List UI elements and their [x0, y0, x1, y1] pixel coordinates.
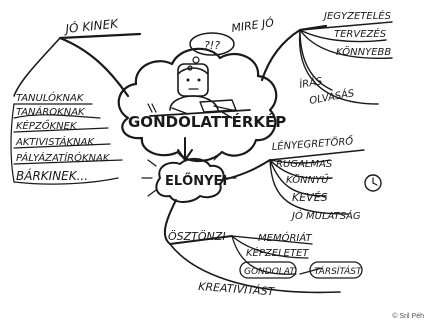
kinek-item-2: TANÁROKNAK	[16, 105, 86, 118]
elonyei-item-2: RUGALMAS	[276, 159, 333, 170]
osztonzi-item-5: KREATIVITÁST	[198, 280, 276, 298]
elonyei-item-1: LÉNYEGRETÖRŐ	[271, 133, 354, 153]
branch-kinek	[10, 32, 142, 185]
branch-label-elonyei: ELŐNYEI	[165, 173, 227, 189]
kinek-item-6: BÁRKINEK...	[16, 168, 88, 183]
branch-elonyei	[221, 149, 365, 215]
elonyei-cloud	[141, 151, 237, 203]
elonyei-item-4: KEVÉS	[292, 191, 328, 204]
osztonzi-item-2: KÉPZELETET	[246, 246, 309, 259]
elonyei-item-5: JÓ MULATSÁG	[290, 209, 361, 222]
branch-label-mire: MIRE JÓ	[231, 16, 275, 35]
mire-item-4: ÍRÁS	[298, 74, 324, 91]
kinek-item-5: PÁLYÁZATÍRÓKNAK	[16, 151, 111, 164]
kinek-item-3: KÉPZŐKNEK	[16, 118, 78, 132]
branch-mire	[260, 21, 393, 105]
credit-text: © Sril Péh	[392, 312, 424, 320]
central-title: GONDOLATTÉRKÉP	[128, 112, 286, 131]
osztonzi-item-4: TÁRSÍTÁST	[314, 265, 363, 277]
mire-item-2: TERVEZÉS	[334, 27, 387, 40]
branch-osztonzi	[163, 199, 363, 294]
person-drawing-icon	[147, 63, 251, 119]
mire-item-1: JEGYZETELÉS	[322, 9, 392, 22]
thought-bubble-text: ?!?	[204, 39, 220, 52]
central-cloud	[117, 47, 278, 163]
branch-label-osztonzi: ÖSZTÖNZI	[168, 230, 226, 243]
thought-bubble: ?!?	[187, 32, 235, 71]
mire-item-3: KÖNNYEBB	[336, 45, 391, 58]
osztonzi-item-1: MEMÓRIÁT	[258, 231, 312, 244]
kinek-item-1: TANULÓKNAK	[16, 91, 85, 104]
branch-label-kinek: JÓ KINEK	[63, 15, 120, 36]
elonyei-item-3: KÖNNYŰ	[286, 172, 329, 186]
kinek-item-4: AKTIVISTÁKNAK	[15, 135, 96, 148]
down-arrow-icon	[177, 137, 193, 161]
clock-icon	[364, 174, 382, 192]
osztonzi-item-3: GONDOLAT	[244, 267, 296, 277]
